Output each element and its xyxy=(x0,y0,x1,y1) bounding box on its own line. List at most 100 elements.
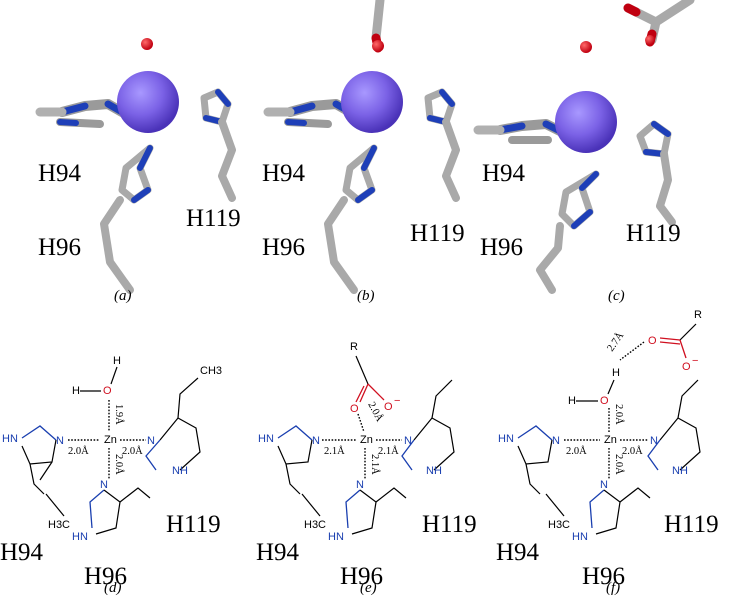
atom-n-right: N xyxy=(650,435,658,447)
label-h96: H96 xyxy=(480,234,523,261)
distance-left: 2.1Å xyxy=(324,445,345,457)
atom-r: R xyxy=(694,309,702,321)
label-h96: H96 xyxy=(262,234,305,261)
atom-hn-bottom: HN xyxy=(572,531,588,543)
imidazole-left: HN N xyxy=(498,425,560,495)
atom-h3c: H3C xyxy=(548,519,570,531)
atom-h3c: H3C xyxy=(304,519,326,531)
atom-o-water: O xyxy=(600,395,609,407)
residue-h96-stick xyxy=(536,170,600,294)
residue-h119-stick xyxy=(636,120,676,226)
atom-hn-bottom: HN xyxy=(328,531,344,543)
distance-left: 2.0Å xyxy=(68,445,89,457)
atom-n-bottom: N xyxy=(600,479,608,491)
imidazole-right: N NH CH3 xyxy=(145,365,222,477)
residue-h96-stick xyxy=(324,144,378,294)
atom-n-left: N xyxy=(56,435,64,447)
atom-n-right: N xyxy=(404,435,412,447)
distance-ligand: 2.0Å xyxy=(365,400,386,424)
residue-h94-stick xyxy=(473,119,567,144)
residue-h94-stick xyxy=(35,99,127,128)
distance-left: 2.0Å xyxy=(566,445,587,457)
atom-hn-bottom: HN xyxy=(72,531,88,543)
caption-f: (f) xyxy=(606,580,620,596)
hbond-outer xyxy=(619,341,645,361)
atom-h3c: H3C xyxy=(48,519,70,531)
atom-h-left: H xyxy=(568,395,576,407)
imidazole-left: HN N xyxy=(2,425,64,495)
atom-hn-left: HN xyxy=(258,433,274,445)
imidazole-bottom: N HN xyxy=(72,479,151,543)
atom-o-minus: O xyxy=(682,361,691,373)
distance-bottom: 2.1Å xyxy=(369,454,381,475)
residue-h119-stick xyxy=(200,88,236,202)
label-h119: H119 xyxy=(664,511,719,538)
zinc-label: Zn xyxy=(360,434,373,446)
residue-h119-stick xyxy=(424,88,460,202)
distance-ligand: 2.0Å xyxy=(613,404,625,425)
structure-panel-c: H94 H96 H119 (c) xyxy=(473,0,695,304)
label-h94: H94 xyxy=(496,539,540,566)
water-oxygen xyxy=(580,41,592,53)
label-h94: H94 xyxy=(0,539,44,566)
carboxylate-oxygen xyxy=(372,40,384,52)
label-h96: H96 xyxy=(582,563,625,590)
label-h94: H94 xyxy=(256,539,300,566)
zinc-label: Zn xyxy=(104,434,117,446)
label-h119: H119 xyxy=(166,511,221,538)
coord-bond-carboxylate xyxy=(357,413,365,433)
imidazole-right: N NH xyxy=(647,379,701,477)
atom-h-top: H xyxy=(113,355,121,367)
schematic-panel-e: R O O − Zn 2.0Å HN N 2.1Å N NH 2.1Å xyxy=(256,341,477,596)
structure-panel-a: H94 H96 H119 (a) xyxy=(35,38,241,304)
label-h119: H119 xyxy=(422,511,477,538)
atom-nh-right: NH xyxy=(672,465,688,477)
imidazole-bottom: N HN xyxy=(572,479,651,543)
atom-n-left: N xyxy=(552,435,560,447)
label-h94: H94 xyxy=(262,160,306,187)
carboxylate-oxygen xyxy=(645,35,655,45)
imidazole-left: HN N xyxy=(258,425,320,495)
structure-panel-b: H94 H96 H119 (b) xyxy=(262,0,465,304)
caption-a: (a) xyxy=(114,288,132,304)
atom-o: O xyxy=(350,403,359,415)
charge-minus: − xyxy=(394,395,400,407)
caption-e: (e) xyxy=(360,580,377,596)
atom-n-right: N xyxy=(147,435,155,447)
atom-n-bottom: N xyxy=(100,479,108,491)
atom-o-water: O xyxy=(103,385,112,397)
atom-hn-left: HN xyxy=(2,433,18,445)
atom-n-bottom: N xyxy=(356,479,364,491)
zinc-sphere xyxy=(341,71,403,133)
label-h119: H119 xyxy=(626,220,681,247)
residue-h96-stick xyxy=(100,144,154,294)
distance-right: 2.0Å xyxy=(122,445,143,457)
atom-h-left: H xyxy=(72,385,80,397)
zinc-sphere xyxy=(555,91,617,153)
atom-o-minus: O xyxy=(384,401,393,413)
atom-h-top: H xyxy=(612,367,620,379)
imidazole-right: N NH xyxy=(401,379,455,477)
distance-bottom: 2.0Å xyxy=(113,454,125,475)
charge-minus: − xyxy=(692,355,698,367)
caption-b: (b) xyxy=(357,288,375,304)
atom-hn-left: HN xyxy=(498,433,514,445)
water-oxygen xyxy=(141,38,153,50)
distance-right: 2.0Å xyxy=(622,445,643,457)
carboxylate-stick xyxy=(623,0,695,47)
atom-n-left: N xyxy=(312,435,320,447)
caption-c: (c) xyxy=(608,288,625,304)
distance-right: 2.1Å xyxy=(378,445,399,457)
label-h94: H94 xyxy=(38,160,82,187)
atom-ch3-right: CH3 xyxy=(200,365,222,377)
atom-nh-right: NH xyxy=(172,465,188,477)
label-h119: H119 xyxy=(186,205,241,232)
distance-ligand: 1.9Å xyxy=(113,404,125,425)
zinc-sphere xyxy=(117,71,179,133)
label-h94: H94 xyxy=(482,160,526,187)
label-h96: H96 xyxy=(84,563,127,590)
zinc-label: Zn xyxy=(604,434,617,446)
label-h119: H119 xyxy=(410,220,465,247)
caption-d: (d) xyxy=(104,580,122,596)
